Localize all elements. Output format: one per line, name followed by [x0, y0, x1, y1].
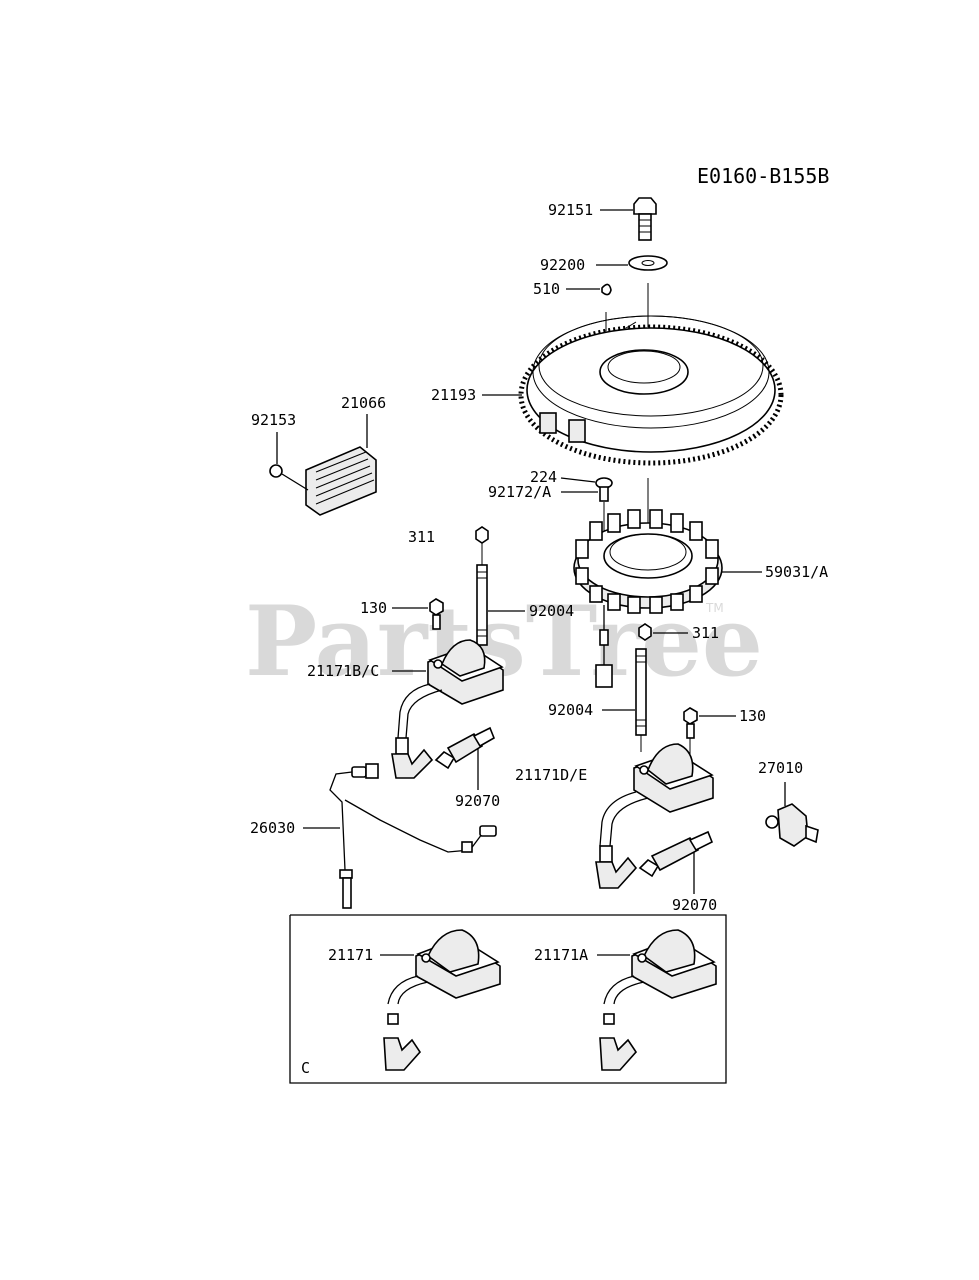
label-59031a[interactable]: 59031/A — [765, 563, 828, 581]
label-92200[interactable]: 92200 — [540, 256, 585, 274]
label-510[interactable]: 510 — [533, 280, 560, 298]
label-27010[interactable]: 27010 — [758, 759, 803, 777]
label-130-left[interactable]: 130 — [360, 599, 387, 617]
label-92172a[interactable]: 92172/A — [488, 483, 551, 501]
label-21171bc[interactable]: 21171B/C — [307, 662, 379, 680]
stud-92004-left-part[interactable] — [476, 564, 488, 646]
spark-plug-left-part[interactable] — [434, 726, 496, 770]
spark-plug-right-part[interactable] — [638, 830, 714, 878]
label-21066[interactable]: 21066 — [341, 394, 386, 412]
screw-130-left-part[interactable] — [429, 598, 444, 630]
screw-130-right-part[interactable] — [683, 707, 698, 739]
regulator-part[interactable] — [305, 446, 377, 516]
label-21171a[interactable]: 21171A — [534, 946, 588, 964]
label-311-right[interactable]: 311 — [692, 624, 719, 642]
oil-pressure-switch-part[interactable] — [765, 803, 819, 847]
nut-311-right-part[interactable] — [638, 623, 652, 641]
ignition-coil-left-part[interactable] — [391, 639, 504, 779]
label-92153[interactable]: 92153 — [251, 411, 296, 429]
wire-harness-part[interactable] — [329, 763, 497, 909]
stator-bolt-part[interactable] — [595, 477, 613, 502]
flywheel-bolt-part[interactable] — [633, 197, 657, 241]
ignition-coil-right-part[interactable] — [595, 743, 714, 889]
woodruff-key-part[interactable] — [601, 283, 612, 296]
label-92151[interactable]: 92151 — [548, 201, 593, 219]
watermark-trademark: TM — [705, 601, 724, 615]
label-26030[interactable]: 26030 — [250, 819, 295, 837]
label-311-top[interactable]: 311 — [408, 528, 435, 546]
leader-224 — [560, 477, 596, 483]
stator-lead-connector[interactable] — [595, 605, 613, 688]
ignition-coil-21171a-part[interactable] — [599, 929, 717, 1071]
inset-box — [289, 914, 727, 1084]
diagram-code: E0160-B155B — [697, 164, 829, 188]
label-130-right[interactable]: 130 — [739, 707, 766, 725]
label-21171[interactable]: 21171 — [328, 946, 373, 964]
nut-311-top-part[interactable] — [475, 526, 489, 544]
stud-92004-right-part[interactable] — [635, 648, 647, 736]
flywheel-part[interactable] — [518, 315, 784, 466]
label-21171de[interactable]: 21171D/E — [515, 766, 587, 784]
regulator-screw-part[interactable] — [269, 464, 309, 491]
label-92004-left[interactable]: 92004 — [529, 602, 574, 620]
label-92070-right[interactable]: 92070 — [672, 896, 717, 914]
ignition-coil-21171-part[interactable] — [383, 929, 501, 1071]
label-224[interactable]: 224 — [530, 468, 557, 486]
label-21193[interactable]: 21193 — [431, 386, 476, 404]
inset-label-c[interactable]: C — [301, 1059, 310, 1077]
flywheel-washer-part[interactable] — [628, 255, 668, 271]
label-92004-right[interactable]: 92004 — [548, 701, 593, 719]
stator-part[interactable] — [573, 509, 723, 614]
label-92070-left[interactable]: 92070 — [455, 792, 500, 810]
